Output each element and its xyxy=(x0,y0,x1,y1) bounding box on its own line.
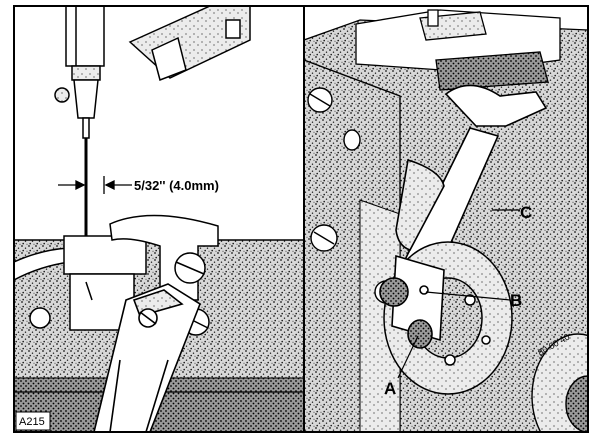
needle-bar xyxy=(54,6,105,139)
callout-b: B xyxy=(510,291,522,310)
dimension-marker xyxy=(58,176,132,194)
dimension-label: 5/32'' (4.0mm) xyxy=(134,178,219,193)
figure-code: A215 xyxy=(19,416,45,428)
thread-guide-assembly xyxy=(128,6,251,81)
figure-code-box xyxy=(15,411,51,431)
needle-plate-hook xyxy=(14,214,219,331)
callout-a: A xyxy=(384,379,396,398)
screwdriver xyxy=(93,283,201,432)
left-panel-closeup: 5/32'' (4.0mm) A215 xyxy=(14,6,304,432)
figure-frame xyxy=(13,5,589,433)
upper-block xyxy=(355,9,561,91)
leader-lines xyxy=(397,209,520,379)
right-panel-assembly: 80 60 40 xyxy=(304,6,588,432)
callout-c: C xyxy=(520,203,532,222)
stitch-dial xyxy=(531,333,588,432)
clamp-block xyxy=(379,254,445,349)
